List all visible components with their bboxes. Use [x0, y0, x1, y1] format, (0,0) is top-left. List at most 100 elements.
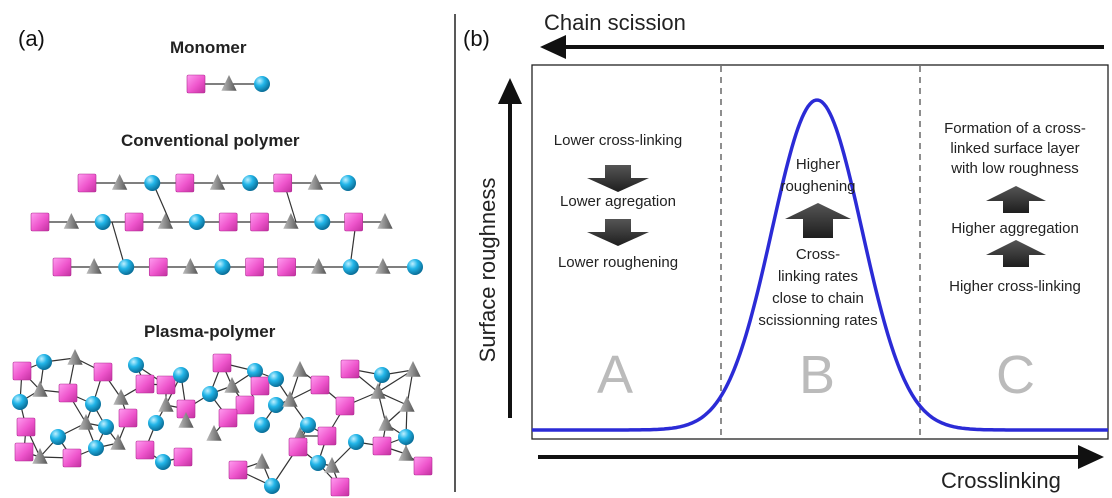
cube-unit: [277, 257, 296, 277]
sphere-unit: [202, 386, 218, 402]
panel-b-label: (b): [463, 26, 490, 51]
cone-unit: [206, 425, 222, 441]
chain-scission-label: Chain scission: [544, 10, 686, 35]
conventional-polymer-title: Conventional polymer: [121, 131, 300, 150]
cube-unit: [16, 417, 36, 437]
cube-unit: [344, 212, 363, 232]
cone-unit: [32, 381, 48, 397]
sphere-unit: [242, 175, 259, 191]
sphere-unit: [254, 76, 270, 92]
cone-unit: [209, 174, 226, 190]
cone-unit: [78, 414, 94, 430]
cone-unit: [324, 457, 340, 473]
cone-unit: [224, 377, 240, 393]
cube-unit: [228, 460, 248, 480]
cube-unit: [186, 74, 206, 94]
cone-unit: [254, 453, 270, 469]
sphere-unit: [247, 363, 263, 379]
cone-unit: [307, 174, 324, 190]
panel-a: [12, 74, 433, 497]
sphere-unit: [407, 259, 423, 275]
cube-unit: [288, 437, 308, 457]
cube-unit: [12, 361, 32, 381]
cube-unit: [118, 408, 138, 428]
sphere-unit: [128, 357, 144, 373]
sphere-unit: [342, 259, 359, 275]
cube-unit: [62, 448, 82, 468]
plasma-polymer-title: Plasma-polymer: [144, 322, 276, 341]
cone-unit: [405, 361, 421, 377]
region-b-bottom2: linking rates: [777, 268, 859, 285]
cone-unit: [377, 213, 393, 229]
cone-unit: [283, 213, 299, 229]
cone-unit: [282, 391, 298, 407]
sphere-unit: [98, 419, 114, 435]
arrow-down-a2: [587, 219, 649, 246]
sphere-unit: [173, 367, 189, 383]
cube-unit: [235, 395, 255, 415]
region-c-letter: C: [996, 345, 1035, 405]
sphere-unit: [268, 397, 284, 413]
region-c-top2: linked surface layer: [950, 140, 1080, 157]
cube-unit: [58, 383, 78, 403]
cone-unit: [399, 396, 415, 412]
cone-unit: [86, 258, 102, 274]
cone-unit: [63, 213, 80, 229]
cube-unit: [218, 408, 238, 428]
sphere-unit: [214, 259, 231, 275]
cube-unit: [77, 173, 97, 193]
region-a-line3: Lower roughening: [557, 254, 679, 271]
cube-unit: [124, 212, 144, 232]
arrow-up-b: [785, 203, 851, 238]
cube-unit: [93, 362, 113, 382]
sphere-unit: [348, 434, 364, 450]
cube-unit: [30, 212, 50, 232]
cube-unit: [250, 212, 269, 232]
sphere-unit: [340, 175, 356, 191]
cube-unit: [335, 396, 355, 416]
crosslinking-label: Crosslinking: [941, 468, 1061, 493]
region-c-mid: Higher aggregation: [951, 220, 1079, 237]
region-a-line2: Lower agregation: [560, 193, 676, 210]
cone-unit: [32, 448, 48, 464]
sphere-unit: [254, 417, 270, 433]
y-axis-label: Surface roughness: [475, 177, 500, 363]
cone-unit: [157, 213, 174, 229]
panel-b: [498, 35, 1109, 469]
cube-unit: [245, 257, 264, 277]
region-b-bottom4: scissionning rates: [758, 312, 878, 329]
cube-unit: [14, 442, 34, 462]
crosslinking-arrow: [538, 445, 1104, 469]
sphere-unit: [94, 214, 111, 230]
roughness-curve: [532, 98, 1108, 432]
cube-unit: [413, 456, 433, 476]
cone-unit: [113, 389, 129, 405]
cube-unit: [148, 257, 168, 277]
cube-unit: [273, 173, 293, 193]
arrow-up-c1: [986, 186, 1046, 213]
sphere-unit: [314, 214, 331, 230]
cube-unit: [135, 374, 155, 394]
cone-unit: [292, 361, 308, 377]
region-a-line1: Lower cross-linking: [553, 132, 683, 149]
region-b-top2: roughening: [780, 178, 856, 195]
monomer-units: [12, 74, 433, 497]
cube-unit: [135, 440, 155, 460]
plot-frame: [531, 64, 1109, 440]
sphere-unit: [148, 415, 164, 431]
cube-unit: [156, 375, 176, 395]
cone-unit: [182, 258, 199, 274]
region-b-bottom1: Cross-: [795, 246, 841, 263]
cone-unit: [67, 349, 83, 365]
cube-unit: [340, 359, 360, 379]
sphere-unit: [188, 214, 205, 230]
arrow-up-c2: [986, 240, 1046, 267]
sphere-unit: [144, 175, 161, 191]
region-a-letter: A: [597, 345, 634, 405]
cone-unit: [221, 75, 237, 91]
cone-unit: [311, 258, 327, 274]
cone-unit: [378, 415, 394, 431]
cone-unit: [178, 412, 194, 428]
cube-unit: [317, 426, 337, 446]
monomer-title: Monomer: [170, 38, 247, 57]
